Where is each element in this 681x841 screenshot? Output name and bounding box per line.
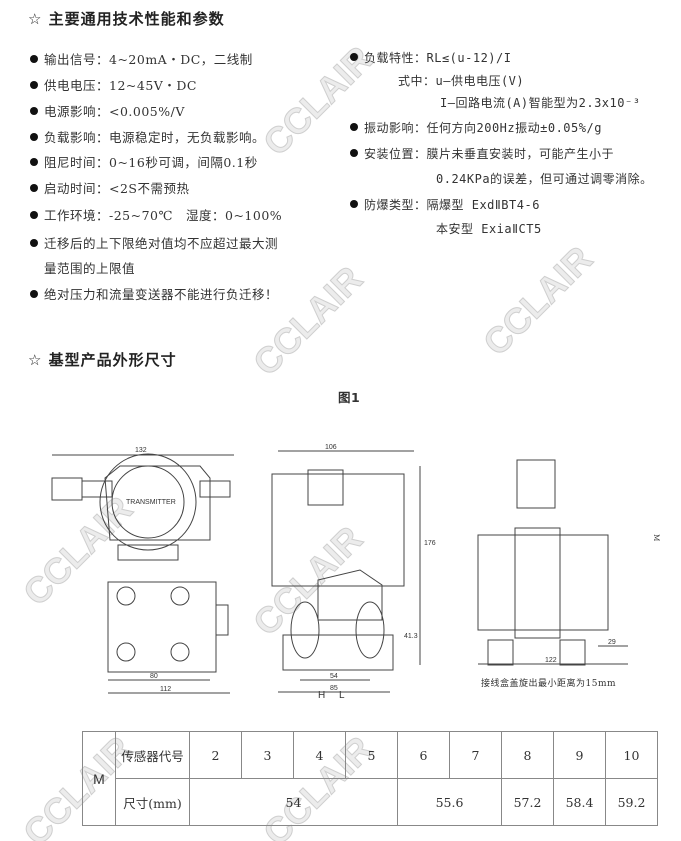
spec-item: 启动时间：<2S不需预热: [30, 178, 190, 197]
size-label: 尺寸(mm): [115, 778, 190, 826]
spec-item: 负载影响：电源稳定时，无负载影响。: [30, 127, 265, 146]
bullet-icon: [30, 184, 38, 192]
bullet-icon: [30, 107, 38, 115]
dim-85: 85: [330, 685, 338, 692]
dim-176: 176: [424, 540, 436, 547]
bullet-icon: [30, 290, 38, 298]
size-cell: 55.6: [397, 778, 502, 826]
spec-item: 安装位置：膜片未垂直安装时，可能产生小于: [350, 145, 614, 162]
code-cell: 3: [241, 731, 294, 779]
spec-item: 工作环境：-25~70℃ 湿度：0~100%: [30, 205, 282, 224]
code-cell: 7: [449, 731, 502, 779]
section-title-specs: ☆ 主要通用技术性能和参数: [28, 10, 225, 28]
bullet-icon: [30, 55, 38, 63]
size-cell: 58.4: [553, 778, 606, 826]
spec-item-continued: 本安型 ExiaⅡCT5: [436, 222, 542, 236]
back-view-drawing: 122 29: [477, 459, 628, 666]
bullet-icon: [350, 149, 358, 157]
port-l: L: [339, 690, 345, 701]
bullet-icon: [350, 53, 358, 61]
bullet-icon: [30, 158, 38, 166]
code-cell: 6: [397, 731, 450, 779]
port-h: H: [318, 690, 325, 701]
code-cell: 8: [501, 731, 554, 779]
size-table: M 传感器代号 2 3 4 5 6 7 8 9 10 尺寸(mm) 54 55.…: [82, 731, 658, 826]
size-cell: 54: [189, 778, 398, 826]
bullet-icon: [30, 133, 38, 141]
transmitter-label: TRANSMITTER: [126, 499, 176, 506]
bullet-icon: [350, 123, 358, 131]
back-view-note: 接线盒盖旋出最小距离为15mm: [481, 679, 617, 689]
table-row: M 传感器代号 2 3 4 5 6 7 8 9 10: [82, 731, 658, 826]
spec-item: 负载特性：RL≤(u-12)/I: [350, 49, 511, 66]
spec-item: 振动影响：任何方向200Hz振动±0.05%/g: [350, 119, 602, 136]
dim-106: 106: [325, 444, 337, 451]
bullet-icon: [30, 239, 38, 247]
spec-item-continued: 式中：u—供电电压(V): [398, 74, 525, 88]
spec-item-continued: 量范围的上限值: [44, 261, 136, 276]
dim-54: 54: [330, 673, 338, 680]
table-row: 尺寸(mm) 54 55.6 57.2 58.4 59.2: [83, 778, 658, 826]
spec-item: 防爆类型：隔爆型 ExdⅡBT4-6: [350, 196, 540, 213]
spec-item: 输出信号：4~20mA・DC，二线制: [30, 49, 253, 68]
spec-item: 阻尼时间：0~16秒可调，间隔0.1秒: [30, 152, 258, 171]
code-cell: 10: [605, 731, 658, 779]
dimension-drawings: 132 TRANSMITTER 80 112 106 176: [51, 444, 628, 701]
size-cell: 59.2: [605, 778, 658, 826]
dim-112: 112: [160, 686, 171, 693]
size-cell: 57.2: [501, 778, 554, 826]
dim-132: 132: [135, 447, 147, 454]
spec-item-continued: 0.24KPa的误差，但可通过调零消除。: [436, 172, 653, 186]
code-cell: 9: [553, 731, 606, 779]
front-view-drawing: 132 TRANSMITTER 80 112: [51, 447, 234, 694]
figure-label: 图1: [338, 390, 361, 405]
dim-m: M: [651, 534, 660, 542]
dim-41: 41.3: [404, 633, 418, 640]
bullet-icon: [30, 211, 38, 219]
section-title-dimensions: ☆ 基型产品外形尺寸: [28, 351, 177, 369]
bullet-icon: [350, 200, 358, 208]
header-label: 传感器代号: [115, 731, 190, 779]
side-view-drawing: 106 176 H L 41.3 54 85: [271, 444, 436, 701]
code-cell: 2: [189, 731, 242, 779]
row-label: M: [82, 731, 116, 826]
spec-item: 迁移后的上下限绝对值均不应超过最大测: [30, 233, 278, 252]
dim-80: 80: [150, 673, 158, 680]
dim-122: 122: [545, 657, 557, 664]
spec-item: 电源影响：<0.005%/V: [30, 101, 185, 120]
bullet-icon: [30, 81, 38, 89]
spec-item-continued: I—回路电流(A)智能型为2.3x10⁻³: [440, 96, 641, 110]
spec-item: 绝对压力和流量变送器不能进行负迁移！: [30, 284, 278, 303]
code-cell: 5: [345, 731, 398, 779]
code-cell: 4: [293, 731, 346, 779]
dim-29: 29: [608, 639, 616, 646]
spec-item: 供电电压：12~45V・DC: [30, 75, 197, 94]
